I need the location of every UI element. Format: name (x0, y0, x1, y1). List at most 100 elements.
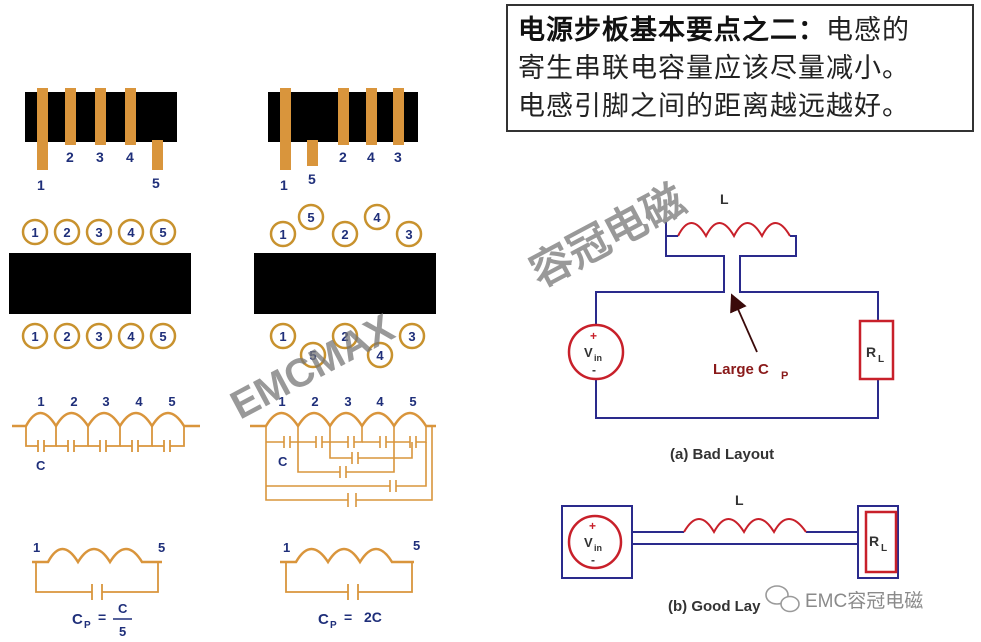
left-pin-4 (125, 88, 136, 145)
right-pad-bottom-5: 5 (309, 348, 316, 363)
left-pad-bottom-1: 1 (31, 329, 38, 344)
bad-layout-caption: (a) Bad Layout (670, 446, 774, 463)
left-footprint-body (9, 253, 191, 314)
left-pin-label-1: 1 (37, 177, 45, 193)
bad-load-resistor (858, 319, 895, 381)
bad-inductor-coil (677, 222, 791, 239)
left-coil-num-1: 1 (37, 394, 44, 409)
right-cross-caps (265, 426, 433, 507)
left-pin-label-4: 4 (126, 149, 134, 165)
left-pad-bottom-3: 3 (95, 329, 102, 344)
right-pin-4 (366, 88, 377, 145)
good-source-minus: - (591, 553, 595, 567)
bad-load-r: R (866, 344, 876, 360)
right-coil-num-4: 4 (376, 394, 384, 409)
left-pin-1 (37, 88, 48, 170)
bad-annotation-arrow (730, 293, 758, 353)
right-pad-top-1: 1 (279, 227, 286, 242)
right-coil-num-1: 1 (278, 394, 285, 409)
good-trace-top (631, 506, 859, 533)
callout-line3: 电感引脚之间的距离越远越好。 (518, 91, 910, 122)
bad-source-v: V (584, 345, 593, 360)
left-cp-eq: = (98, 609, 106, 625)
right-coil-num-2: 2 (311, 394, 318, 409)
good-load-r: R (869, 533, 879, 549)
right-footprint-body (254, 253, 436, 314)
right-pads-top (269, 203, 423, 248)
left-pad-top-3: 3 (95, 225, 102, 240)
right-pad-bottom-3: 3 (408, 329, 415, 344)
left-pin-label-5: 5 (152, 175, 160, 191)
right-pin-label-5: 5 (308, 171, 316, 187)
left-pin-label-3: 3 (96, 149, 104, 165)
left-cp-c: C (72, 611, 83, 628)
left-equiv-start: 1 (33, 540, 40, 555)
callout-title: 电源步板基本要点之二： (518, 15, 826, 46)
right-pad-bottom-2: 2 (341, 329, 348, 344)
left-cp-sub: P (84, 620, 91, 631)
left-pin-2 (65, 88, 76, 145)
right-pad-top-2: 2 (341, 227, 348, 242)
bad-source-plus: + (590, 329, 597, 343)
good-inductor-coil (683, 518, 807, 535)
footer-watermark: EMC容冠电磁 (805, 590, 923, 612)
right-pad-bottom-1: 1 (279, 329, 286, 344)
bad-source-circle (567, 323, 625, 381)
right-pin-1 (280, 88, 291, 170)
left-pin-5 (152, 140, 163, 170)
good-source-v: V (584, 535, 593, 550)
left-pads-top (21, 218, 177, 246)
right-pin-3 (393, 88, 404, 145)
bad-source-sub: in (594, 353, 602, 363)
good-inductor-label: L (735, 492, 744, 508)
left-pads-bottom (21, 322, 177, 350)
left-pad-top-4: 4 (127, 225, 135, 240)
good-source-plus: + (589, 519, 596, 533)
left-cap-label: C (36, 458, 46, 473)
good-load-sub: L (881, 543, 887, 554)
left-cp-den: 5 (119, 624, 126, 639)
right-pin-label-4: 4 (367, 149, 375, 165)
right-pad-top-4: 4 (373, 210, 381, 225)
left-pad-bottom-2: 2 (63, 329, 70, 344)
left-pad-top-2: 2 (63, 225, 70, 240)
left-coil-num-3: 3 (102, 394, 109, 409)
left-equiv-end: 5 (158, 540, 165, 555)
good-source-sub: in (594, 543, 602, 553)
right-pin-2 (338, 88, 349, 145)
left-coil-num-4: 4 (135, 394, 143, 409)
left-pad-top-1: 1 (31, 225, 38, 240)
right-pad-top-5: 5 (307, 210, 314, 225)
left-pin-label-2: 2 (66, 149, 74, 165)
good-trace-bottom (631, 543, 859, 578)
left-equiv-coil (32, 547, 162, 565)
left-coil (12, 411, 200, 429)
right-pads-bottom (269, 322, 426, 369)
right-pin-label-2: 2 (339, 149, 347, 165)
bad-trace-left (595, 222, 725, 330)
bad-annotation-sub: P (781, 370, 788, 382)
left-pad-bottom-4: 4 (127, 329, 135, 344)
left-pin-3 (95, 88, 106, 145)
callout-line2: 寄生串联电容量应该尽量减小。 (518, 53, 910, 84)
right-equiv-coil (280, 547, 414, 565)
right-cp-sub: P (330, 620, 337, 631)
bad-inductor-label: L (720, 191, 729, 207)
right-cap-label: C (278, 454, 288, 469)
good-load-resistor (864, 510, 898, 574)
right-equiv-cap (285, 562, 413, 593)
left-winding-caps (25, 426, 185, 452)
bad-trace-right (739, 235, 879, 320)
callout-line1: 电感的 (826, 15, 910, 46)
right-pin-5 (307, 140, 318, 166)
right-equiv-end: 5 (413, 538, 420, 553)
bad-annotation: Large C (713, 361, 769, 378)
right-coil-num-5: 5 (409, 394, 416, 409)
right-coil-num-3: 3 (344, 394, 351, 409)
bad-source-minus: - (592, 363, 596, 377)
right-cp-value: 2C (364, 609, 382, 625)
left-pad-top-5: 5 (159, 225, 166, 240)
right-pins (280, 88, 404, 170)
bad-trace-return (595, 380, 879, 419)
